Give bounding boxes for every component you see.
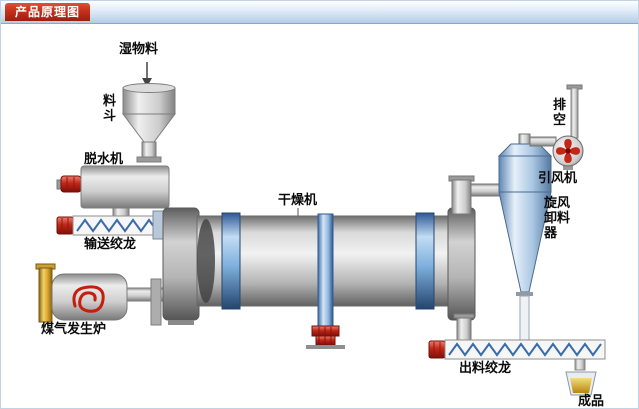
dryer-drum-shape xyxy=(162,207,476,349)
fan-blades-icon xyxy=(556,139,580,163)
dehydrator-shape xyxy=(56,165,170,218)
cyclone-shape xyxy=(497,133,553,341)
label-hopper: 料斗 xyxy=(103,94,117,124)
label-discharge-auger: 出料绞龙 xyxy=(459,361,512,376)
label-wet-material: 湿物料 xyxy=(119,42,159,57)
gas-furnace-shape xyxy=(35,263,164,326)
product-container-shape xyxy=(565,371,597,396)
flame-icon xyxy=(72,285,105,313)
label-cyclone-discharger: 旋风卸料器 xyxy=(544,196,571,241)
label-feed-auger: 输送绞龙 xyxy=(84,237,137,252)
label-dehydrator: 脱水机 xyxy=(84,152,124,167)
discharge-auger-shape xyxy=(428,339,606,371)
label-dryer: 干燥机 xyxy=(278,193,318,208)
label-gas-furnace: 煤气发生炉 xyxy=(41,322,107,337)
product-material-icon xyxy=(570,378,592,393)
exhaust-duct-shape xyxy=(448,175,502,215)
draft-fan-shape xyxy=(529,84,584,170)
vent-pipe-shape xyxy=(570,87,579,139)
page-title: 产品原理图 xyxy=(5,3,91,21)
hopper-shape xyxy=(122,83,176,163)
process-diagram xyxy=(35,62,606,396)
discharge-pipe-shape xyxy=(453,313,475,343)
label-vent: 排空 xyxy=(553,98,567,128)
diagram-canvas: 湿物料 料斗 脱水机 输送绞龙 煤气发生炉 干燥机 排空 引风机 旋风卸料器 出… xyxy=(1,24,638,409)
title-bar: 产品原理图 xyxy=(1,1,638,24)
label-finished-product: 成品 xyxy=(578,394,605,409)
wet-material-arrow-icon xyxy=(142,62,152,87)
drive-gear-icon xyxy=(306,325,345,349)
label-draft-fan: 引风机 xyxy=(538,171,578,186)
